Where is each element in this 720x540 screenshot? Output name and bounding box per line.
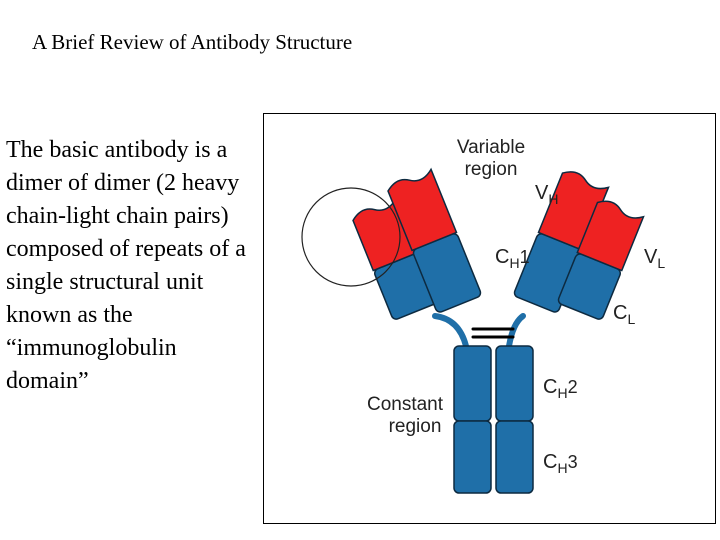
antibody-figure: Variable region VH CH1 VL CL CH2 CH3 Con…: [263, 113, 716, 524]
right-ch3-domain: [495, 420, 534, 494]
hinge-region: [432, 313, 526, 349]
label-constant-region-line2: region: [389, 416, 442, 437]
right-ch2-domain: [495, 345, 534, 422]
slide-title: A Brief Review of Antibody Structure: [32, 30, 353, 54]
label-ch1: CH1: [495, 246, 530, 271]
slide-body-text: The basic antibody is a dimer of dimer (…: [6, 137, 246, 394]
label-constant-region-line1: Constant: [367, 394, 444, 415]
fc-region: [453, 345, 534, 494]
label-variable-region-line2: region: [465, 159, 518, 180]
label-vl: VL: [644, 246, 665, 271]
left-ch3-domain: [453, 420, 492, 494]
right-vl-domain: [576, 200, 645, 272]
domain-highlight-circle: [301, 187, 401, 287]
left-vh-domain: [387, 167, 458, 252]
label-variable-region-line1: Variable: [457, 137, 525, 158]
left-ch2-domain: [453, 345, 492, 422]
label-ch3: CH3: [543, 451, 578, 476]
antibody-diagram: Variable region VH CH1 VL CL CH2 CH3 Con…: [301, 137, 665, 494]
label-ch2: CH2: [543, 376, 578, 401]
right-fab-arm: [557, 200, 645, 320]
label-cl: CL: [613, 302, 635, 327]
right-vh-domain: [537, 171, 610, 252]
label-vh: VH: [535, 182, 558, 207]
hinge-link-left: [432, 313, 469, 349]
hinge-link-right: [506, 313, 526, 349]
left-heavy-chain-arm: [387, 167, 482, 313]
